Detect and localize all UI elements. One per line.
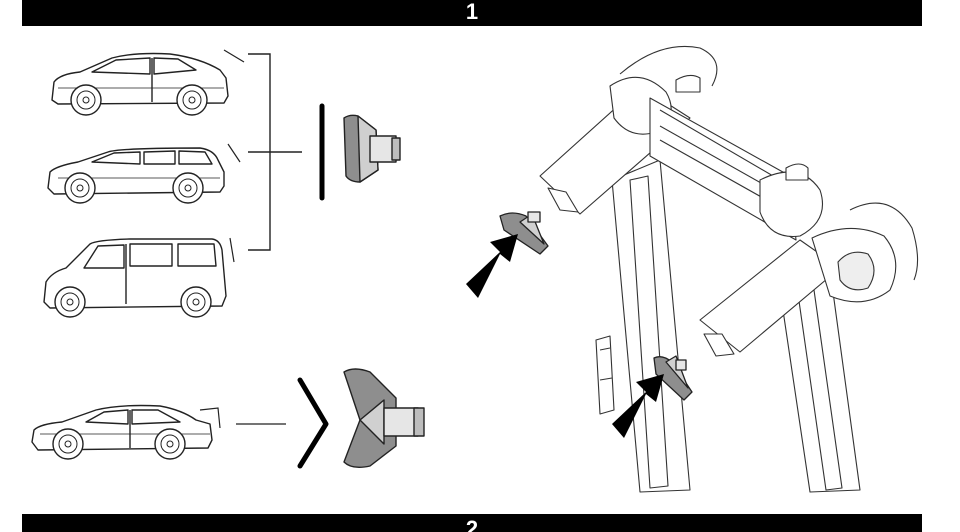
step-1-header: 1 (22, 0, 922, 26)
vehicle-group-bracket (248, 53, 302, 251)
suv-coupe-car (51, 52, 229, 116)
estate-car (47, 147, 225, 204)
insert-arrow-upper (466, 234, 518, 298)
van-car (43, 238, 227, 318)
bike-carrier-frame (539, 45, 919, 493)
tailgate-indicators (199, 49, 245, 429)
flat-adapter-icon (343, 114, 401, 183)
carrier-adapter-upper (499, 211, 549, 255)
angled-surface-line (297, 377, 329, 469)
angled-adapter-icon (343, 368, 425, 469)
step-number: 2 (465, 516, 479, 532)
insert-arrow-lower (612, 374, 664, 438)
step-2-header: 2 (22, 514, 922, 532)
carrier-adapter-lower (653, 355, 693, 401)
sedan-car (31, 404, 213, 460)
step-number: 1 (465, 0, 479, 24)
